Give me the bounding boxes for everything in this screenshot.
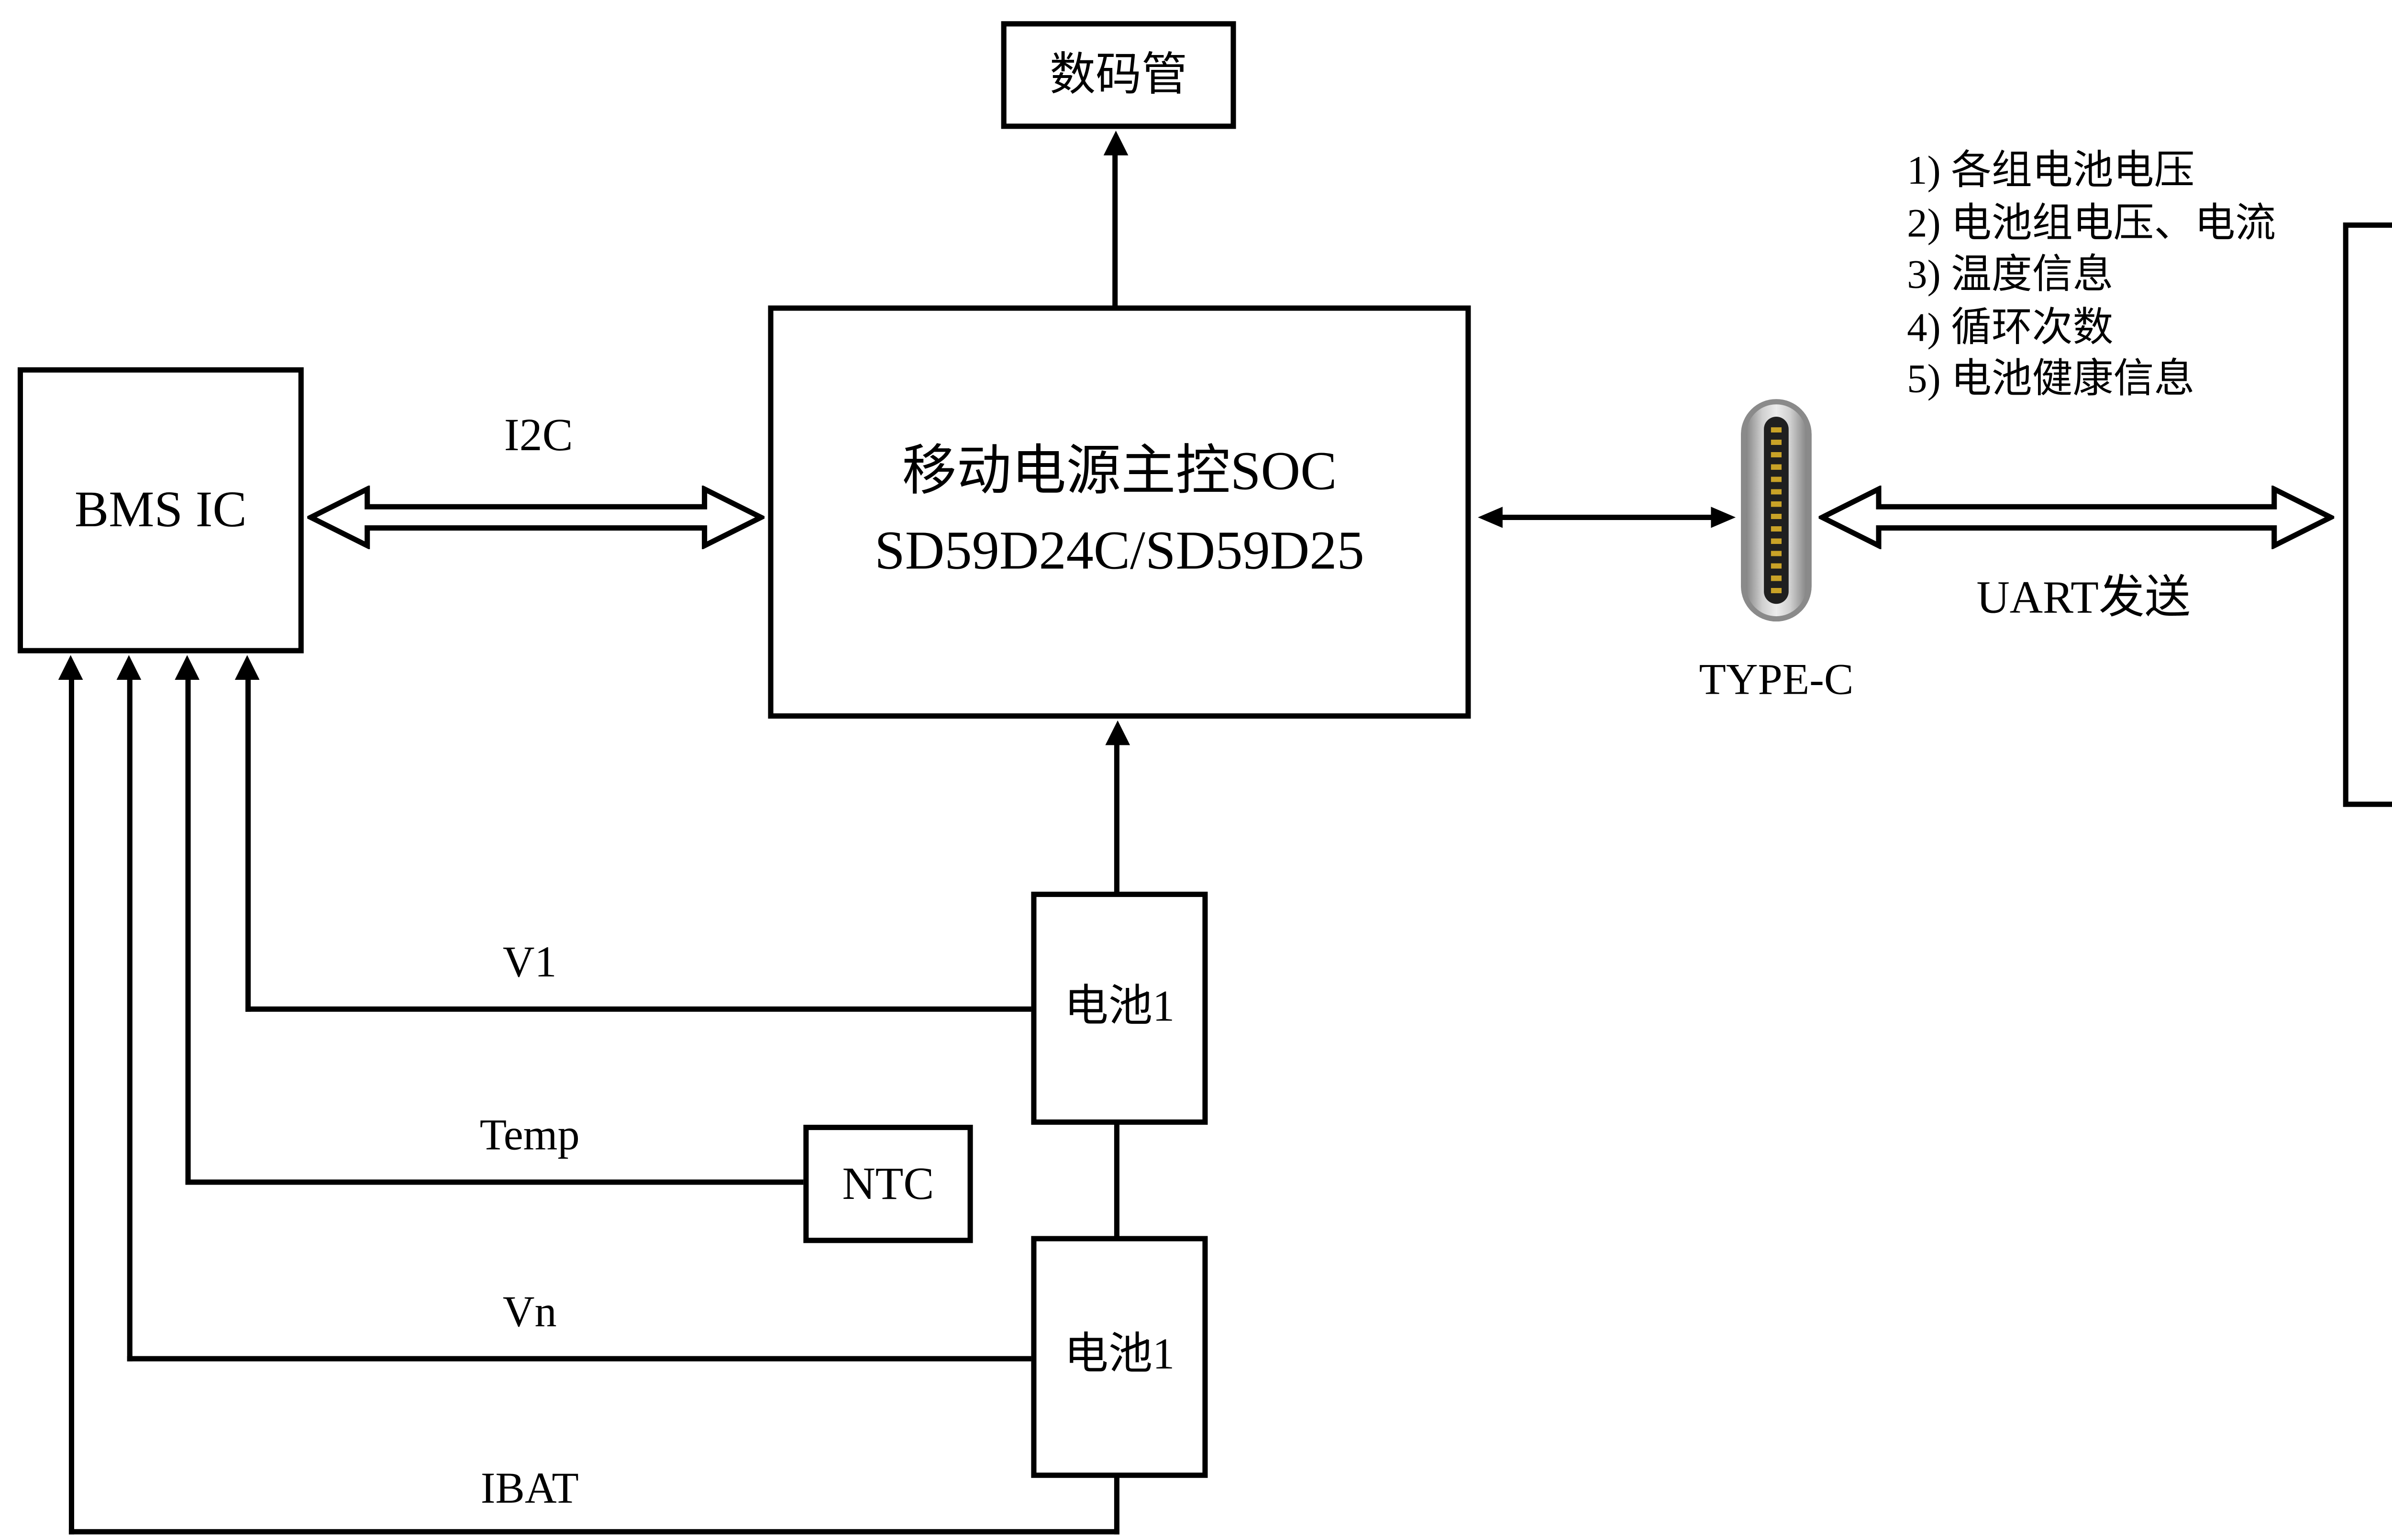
- temp-label: Temp: [479, 1112, 580, 1160]
- bms-ic-label: BMS IC: [74, 482, 247, 539]
- battery-top-node: 电池1: [1031, 891, 1208, 1125]
- temp-arrowhead: [175, 655, 200, 680]
- annotation-item: 1) 各组电池电压: [1907, 148, 2195, 193]
- soc-label-line2: SD59D24C/SD59D25: [875, 519, 1364, 581]
- vn-label: Vn: [502, 1289, 557, 1337]
- vn-arrowhead: [116, 655, 142, 680]
- battery-bottom-node: 电池1: [1031, 1236, 1208, 1478]
- battery-soc-arrowhead: [1105, 720, 1130, 745]
- vn-line-vertical: [127, 676, 133, 1362]
- uart-label: UART发送: [1976, 572, 2191, 623]
- temp-line-horizontal: [185, 1179, 804, 1185]
- v1-line-horizontal: [245, 1006, 1031, 1012]
- soc-display-line: [1112, 152, 1118, 308]
- annotation-item: 3) 温度信息: [1907, 252, 2114, 297]
- ibat-line-vertical: [68, 676, 75, 1535]
- battery-soc-line: [1114, 742, 1119, 894]
- temp-line-vertical: [185, 676, 191, 1185]
- vn-line-horizontal: [127, 1356, 1031, 1362]
- ibat-label: IBAT: [480, 1465, 579, 1514]
- annotation-list: 1) 各组电池电压 2) 电池组电压、电流 3) 温度信息 4) 循环次数 5)…: [1907, 145, 2276, 405]
- annotation-item: 4) 循环次数: [1907, 304, 2114, 349]
- v1-label: V1: [502, 939, 557, 987]
- annotation-item: 2) 电池组电压、电流: [1907, 200, 2276, 245]
- typec-label: TYPE-C: [1699, 656, 1854, 705]
- display-node: 数码管: [1001, 21, 1236, 129]
- v1-line-vertical: [245, 676, 251, 1012]
- ntc-label: NTC: [842, 1157, 934, 1209]
- ibat-arrowhead: [58, 655, 83, 680]
- typec-pins-icon: [1771, 427, 1782, 594]
- soc-display-arrowhead: [1103, 131, 1129, 155]
- ntc-node: NTC: [803, 1125, 973, 1243]
- soc-label-line1: 移动电源主控SOC: [902, 440, 1337, 502]
- i2c-label: I2C: [504, 410, 573, 461]
- battery-top-label: 电池1: [1064, 983, 1175, 1031]
- typec-connector: [1741, 399, 1812, 622]
- soc-typec-arrow: [1478, 507, 1736, 528]
- battery-battery-line: [1114, 1121, 1119, 1240]
- i2c-arrow: [307, 485, 765, 549]
- ibat-line-horizontal: [68, 1529, 1119, 1535]
- battery-bottom-label: 电池1: [1064, 1332, 1175, 1380]
- pc-phone-node: PC/手机: [2343, 222, 2392, 807]
- bms-ic-node: BMS IC: [17, 367, 304, 654]
- ibat-line-battery-drop: [1114, 1474, 1119, 1535]
- annotation-item: 5) 电池健康信息: [1907, 356, 2195, 401]
- display-label: 数码管: [1050, 49, 1188, 100]
- soc-node: 移动电源主控SOC SD59D24C/SD59D25: [768, 305, 1471, 719]
- v1-arrowhead: [234, 655, 260, 680]
- uart-arrow: [1818, 485, 2335, 549]
